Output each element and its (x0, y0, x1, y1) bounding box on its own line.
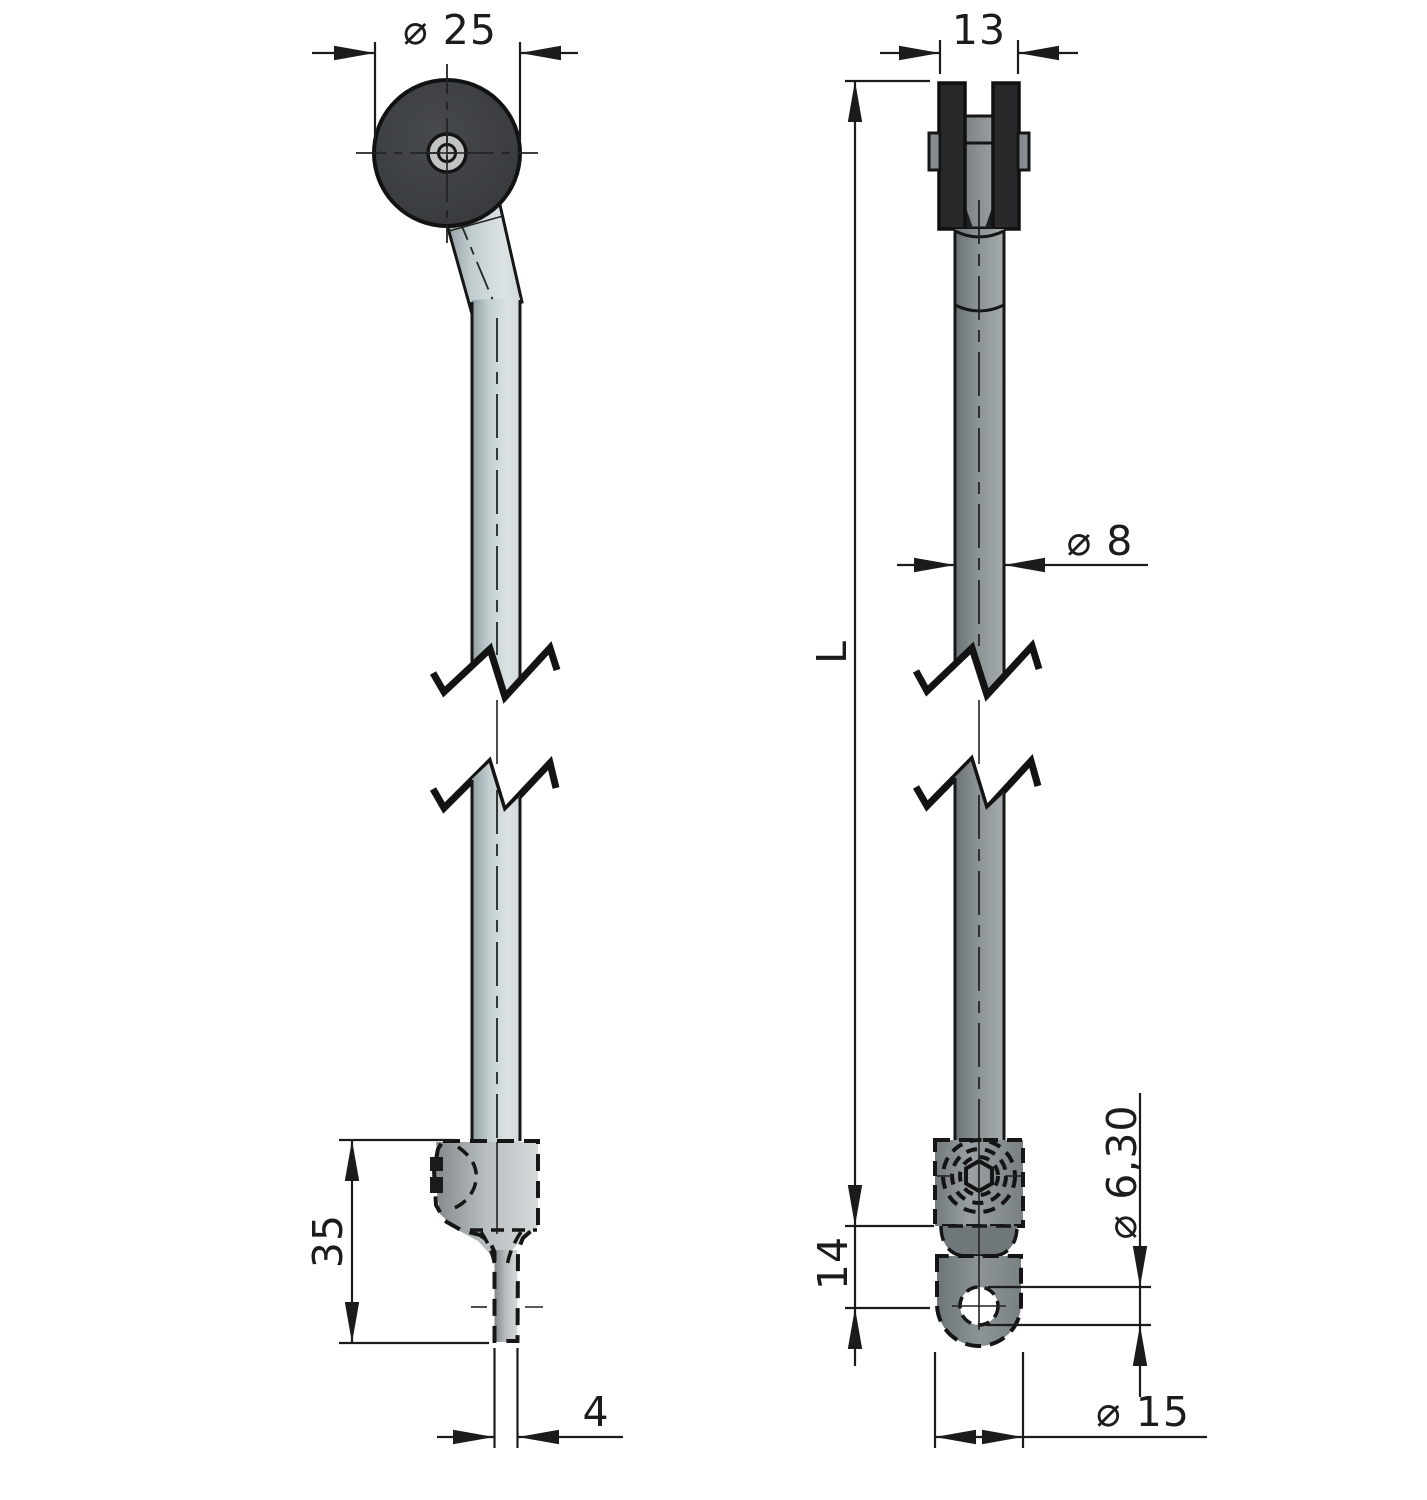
dimension-blade-thickness: 4 (437, 1348, 623, 1448)
arrowhead (847, 1308, 863, 1349)
arrowhead (518, 1429, 559, 1445)
clamp-funnel-detail (505, 1231, 523, 1267)
arrowhead (847, 81, 863, 122)
dim-fork-width-label: 13 (952, 6, 1006, 54)
arrowhead (334, 45, 375, 61)
dim-clamp-height-label: 35 (304, 1214, 352, 1268)
hub-end-tab (927, 131, 942, 172)
dimension-pivot-offset: 14 (809, 1226, 930, 1366)
arrowhead (1018, 45, 1059, 61)
arrowhead (982, 1429, 1023, 1445)
fork-prong (991, 81, 1021, 231)
dim-rod-diameter-label: ⌀ 8 (1067, 517, 1134, 565)
ball-knob (356, 64, 538, 243)
dim-overall-length-label: L (808, 640, 856, 664)
neck-upper-joint-line (448, 215, 504, 232)
clamp-hidden-outline (431, 1139, 540, 1343)
arrowhead (914, 557, 955, 573)
hub-end-tab (1016, 131, 1031, 172)
clamp-boss-detail (450, 1145, 479, 1211)
rod-upper-front-fill (472, 298, 520, 696)
arrowhead (899, 45, 940, 61)
dimension-rod-diameter: ⌀ 8 (897, 517, 1148, 573)
dimension-knob-diameter: ⌀ 25 (312, 6, 578, 140)
arrowhead (1004, 557, 1045, 573)
dim-pivot-offset-label: 14 (809, 1236, 857, 1290)
rod-lower-side (953, 761, 1006, 1141)
break-symbol (912, 639, 1043, 702)
clevis-fork (927, 81, 1031, 238)
clamp-bolt-tab (430, 1177, 443, 1193)
clamp-funnel-detail (479, 1231, 497, 1267)
rod-upper-front (470, 298, 522, 696)
dim-eye-diameter-label: ⌀ 15 (1096, 1388, 1190, 1436)
arrowhead (1132, 1246, 1148, 1287)
front-view: ⌀ 25 35 4 (304, 6, 623, 1448)
arrowhead (847, 1185, 863, 1226)
arrowhead (1132, 1325, 1148, 1366)
break-symbol (429, 641, 561, 704)
arrowhead (344, 1140, 360, 1181)
rod-lower-front-fill (472, 763, 520, 1142)
dimension-eye-diameter: ⌀ 15 (933, 1352, 1207, 1448)
arrowhead (935, 1429, 976, 1445)
side-view: 13 ⌀ 8 L 14 (808, 6, 1207, 1448)
clamp-body-fill (434, 1142, 538, 1254)
clamp-bolt-tab (430, 1157, 443, 1171)
dim-knob-diameter-label: ⌀ 25 (403, 6, 497, 54)
rod-lower-front (470, 763, 522, 1142)
clamp-side (933, 1138, 1025, 1348)
arrowhead (520, 45, 561, 61)
rod-upper-side (953, 200, 1006, 694)
arrowhead (453, 1429, 494, 1445)
dim-pivot-hole-diameter-label: ⌀ 6,30 (1098, 1104, 1146, 1239)
fork-prong (937, 81, 967, 231)
dimension-fork-width: 13 (880, 6, 1078, 74)
dimension-overall-length: L (808, 79, 934, 1228)
dimension-clamp-height: 35 (304, 1138, 489, 1345)
dim-blade-thickness-label: 4 (582, 1388, 609, 1436)
clamp-front (430, 1139, 543, 1343)
socket-circle (958, 1155, 1000, 1197)
clamp-blade-fill (494, 1250, 518, 1342)
dimension-pivot-hole-diameter: ⌀ 6,30 (986, 1093, 1151, 1397)
neck-centerline (455, 211, 498, 311)
arrowhead (344, 1302, 360, 1343)
